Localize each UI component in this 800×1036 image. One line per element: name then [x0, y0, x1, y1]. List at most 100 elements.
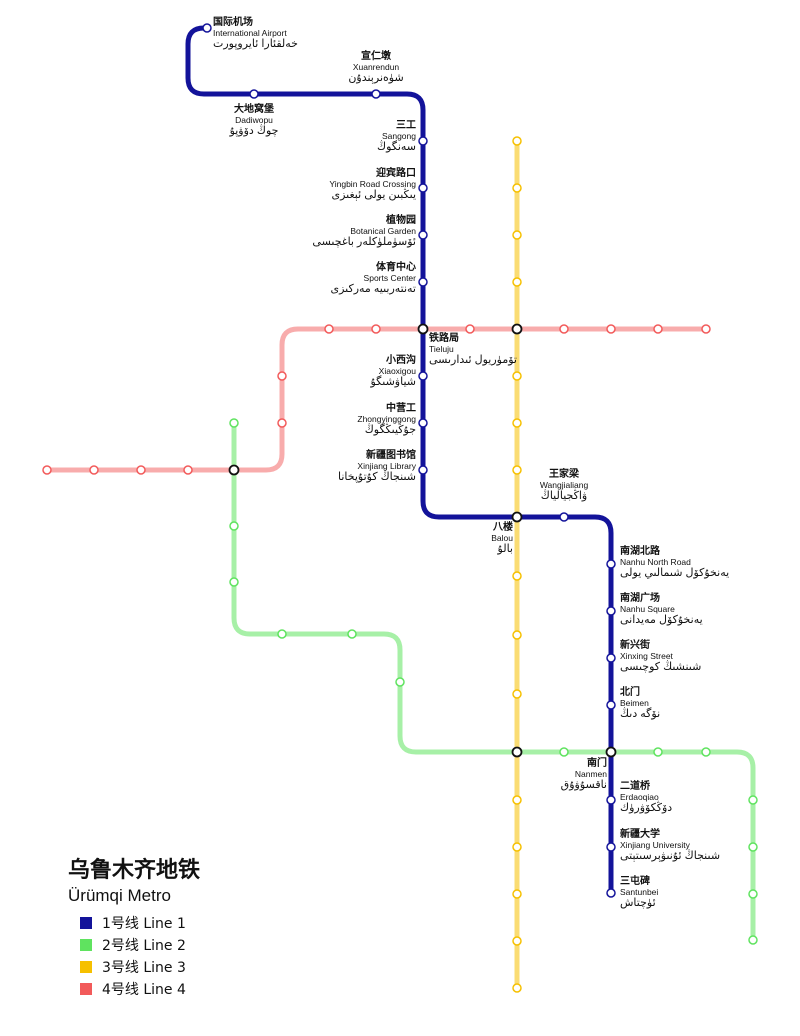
line-3-station[interactable]: [512, 230, 522, 240]
line-3-station[interactable]: [512, 842, 522, 852]
station-label-ug: خەلقئارا ئايروپورت: [213, 38, 298, 51]
station-dadiwopu[interactable]: [249, 89, 259, 99]
station-label-en: Nanhu Square: [620, 603, 675, 614]
line-4-station[interactable]: [606, 324, 616, 334]
line-1: [185, 25, 614, 893]
interchange-tieluju[interactable]: [417, 323, 429, 335]
station-label: 铁路局 Tieluju تۆمۈريول ئىدارىسى: [429, 333, 517, 367]
line-4-station[interactable]: [277, 371, 287, 381]
legend-label: 4号线 Line 4: [102, 982, 186, 998]
station-label: 新疆图书馆 Xinjiang Library شىنجاڭ كۇتۇپخانا: [338, 450, 416, 484]
interchange-line3-line4[interactable]: [511, 323, 523, 335]
station-xiaoxigou[interactable]: [418, 371, 428, 381]
station-label: 北门 Beimen نۆگە دىڭ: [620, 687, 660, 721]
line-4-station[interactable]: [701, 324, 711, 334]
legend-label: 3号线 Line 3: [102, 960, 186, 976]
line-4-station[interactable]: [183, 465, 193, 475]
station-nanhu-square[interactable]: [606, 606, 616, 616]
station-beimen[interactable]: [606, 700, 616, 710]
line-2-station[interactable]: [748, 842, 758, 852]
line-2-station[interactable]: [395, 677, 405, 687]
line-2-station[interactable]: [748, 889, 758, 899]
line-2-station[interactable]: [701, 747, 711, 757]
station-yingbin-road[interactable]: [418, 183, 428, 193]
interchange-line2-line4[interactable]: [228, 464, 240, 476]
station-sangong[interactable]: [418, 136, 428, 146]
line-2-station[interactable]: [347, 629, 357, 639]
station-international-airport[interactable]: [202, 23, 212, 33]
line-3-station[interactable]: [512, 183, 522, 193]
line-4-station[interactable]: [371, 324, 381, 334]
line-3-station[interactable]: [512, 277, 522, 287]
line-3-station[interactable]: [512, 689, 522, 699]
station-label: 王家梁 Wangjialiang ۋاڭجيالياڭ: [540, 469, 588, 503]
line-2-station[interactable]: [229, 577, 239, 587]
station-label-en: Erdaoqiao: [620, 791, 659, 802]
line-4-station[interactable]: [465, 324, 475, 334]
line-2-station[interactable]: [559, 747, 569, 757]
station-label-en: Nanhu North Road: [620, 556, 691, 567]
station-santunbei[interactable]: [606, 888, 616, 898]
legend-swatch: [80, 939, 92, 951]
interchange-line2-line3[interactable]: [511, 746, 523, 758]
station-label: 二道桥 Erdaoqiao دۆڭكۆۋرۈك: [620, 781, 672, 815]
station-xinxing-street[interactable]: [606, 653, 616, 663]
station-label-en: Balou: [491, 532, 513, 543]
station-label-zh: 王家梁: [548, 469, 579, 480]
station-nanhu-north-road[interactable]: [606, 559, 616, 569]
line-3-station[interactable]: [512, 418, 522, 428]
line-4-station[interactable]: [277, 418, 287, 428]
line-4-station[interactable]: [559, 324, 569, 334]
station-label-en: Wangjialiang: [539, 479, 589, 490]
line-2-station[interactable]: [277, 629, 287, 639]
station-label: 大地窝堡 Dadiwopu چوڭ دۆۋپۇ: [230, 104, 279, 138]
station-label-zh: 体育中心: [376, 262, 416, 273]
station-label-ug: شىنشىڭ كوچىسى: [620, 661, 702, 674]
line-3-station[interactable]: [512, 936, 522, 946]
line-4-station[interactable]: [653, 324, 663, 334]
line-3-station[interactable]: [512, 136, 522, 146]
station-label: 宣仁墩 Xuanrendun شۈەنرېندۇن: [348, 51, 403, 85]
legend-item-line3: 3号线 Line 3: [80, 956, 186, 978]
interchange-balou[interactable]: [511, 511, 523, 523]
station-wangjialiang[interactable]: [559, 512, 569, 522]
station-sports-center[interactable]: [418, 277, 428, 287]
station-label: 小西沟 Xiaoxigou شياۋشىگۇ: [371, 355, 417, 389]
station-label-ug: جۇڭيىڭگوڭ: [364, 424, 416, 437]
station-botanical-garden[interactable]: [418, 230, 428, 240]
station-label-en: Dadiwopu: [235, 114, 273, 125]
line-2-station[interactable]: [653, 747, 663, 757]
line-4-station[interactable]: [136, 465, 146, 475]
line-2-stations: [229, 418, 758, 945]
line-2-station[interactable]: [229, 521, 239, 531]
station-label-zh: 铁路局: [429, 333, 459, 344]
line-4-stations: [42, 324, 711, 475]
station-label-ug: ئۆسۈملۈكلەر باغچىسى: [312, 236, 416, 249]
station-xinjiang-university[interactable]: [606, 842, 616, 852]
interchange-nanmen[interactable]: [605, 746, 617, 758]
line-4-station[interactable]: [42, 465, 52, 475]
line-3-station[interactable]: [512, 465, 522, 475]
line-2: [231, 423, 756, 940]
line-2-station[interactable]: [748, 795, 758, 805]
line-3-station[interactable]: [512, 630, 522, 640]
line-3-station[interactable]: [512, 571, 522, 581]
line-2-station[interactable]: [748, 935, 758, 945]
station-xinjiang-library[interactable]: [418, 465, 428, 475]
line-4-station[interactable]: [89, 465, 99, 475]
station-xuanrendun[interactable]: [371, 89, 381, 99]
station-label-en: Beimen: [620, 697, 649, 708]
line-3-station[interactable]: [512, 795, 522, 805]
line-3-station[interactable]: [512, 371, 522, 381]
line-2-station[interactable]: [229, 418, 239, 428]
line-3-station[interactable]: [512, 889, 522, 899]
station-label: 新疆大学 Xinjiang University شىنجاڭ ئۇنىۋېرس…: [620, 829, 720, 863]
line-3-station[interactable]: [512, 983, 522, 993]
station-zhongyinggong[interactable]: [418, 418, 428, 428]
legend-swatch: [80, 961, 92, 973]
line-4-station[interactable]: [324, 324, 334, 334]
station-label-ug: نۆگە دىڭ: [620, 708, 661, 721]
legend-swatch: [80, 917, 92, 929]
station-erdaoqiao[interactable]: [606, 795, 616, 805]
interchanges: [228, 323, 617, 758]
